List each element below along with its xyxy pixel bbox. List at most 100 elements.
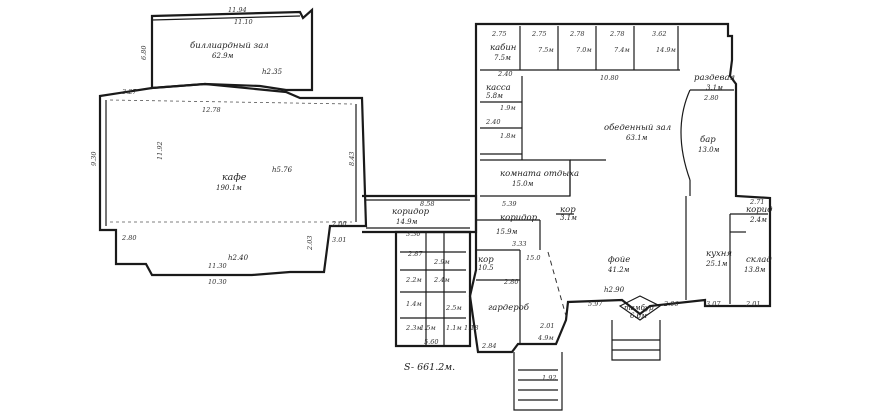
storage-area: 13.8м [744,266,766,274]
small-area: 2.9м [433,258,450,266]
dim: 10.80 [600,74,619,82]
dim: 5.39 [502,200,516,208]
bar-area: 13.0м [698,146,720,154]
dim: 3.62 [652,30,666,38]
kor-name: кор [560,205,576,215]
corridor3-area: 2.4м [749,216,767,224]
dim: 3.27 [122,88,137,96]
wardrobe-name: гардероб [488,302,530,313]
main-block [468,22,772,354]
dim: 2.78 [569,30,584,38]
dim: 12.78 [202,106,221,114]
billiard-height: h2.35 [262,68,283,76]
small-area: 7.5м [538,46,554,54]
small-area: 2.5м [445,304,462,312]
corridor2-name: коридор [500,213,538,223]
small-area: 1.8м [500,132,516,140]
kitchen-name: кухня [706,249,732,259]
corridor1-area: 14.9м [396,218,418,226]
kor-area: 3.1м [560,214,577,222]
dim: 2.87 [407,250,423,258]
dim: 2.71 [749,198,764,206]
foyer-name: фойе [608,255,630,265]
tambur-area: 6.6м [630,312,647,320]
dim: 11.10 [234,18,253,26]
toilet-block [394,230,472,348]
dim: 1.92 [542,374,556,382]
dim: 2.01 [745,300,760,308]
bar-name: бар [700,134,716,145]
dim: 11.30 [208,262,227,270]
entrance-stairs [513,295,662,411]
cafe-name: кафе [222,172,247,183]
dim: 2.06 [663,300,678,308]
cashier-area: 5.8м [486,92,503,100]
dim: 15.0 [526,254,540,262]
dim: 3.33 [512,240,526,248]
cafe-num: 11.92 [156,141,164,160]
dim: 3.01 [332,236,346,244]
dressing-area: 3.1м [706,84,723,92]
small-area: 2.4м [433,276,450,284]
dim: 5.97 [588,300,603,308]
dim: 2.75 [491,30,506,38]
dim: 2.80 [703,94,718,102]
dining-area: 63.1м [626,134,648,142]
small-area: 2.3м [405,324,422,332]
dim: 2.78 [609,30,624,38]
dining-name: обеденный зал [604,122,671,133]
dim: 3.30 [406,230,420,238]
billiard-area: 62.9м [212,52,234,60]
corridor1-name: коридор [392,207,430,217]
dim: 8.58 [420,200,434,208]
dim: 10.30 [208,278,227,286]
dim: 9.30 [90,152,98,166]
foyer-height: h2.90 [604,286,625,294]
storage-name: склад [746,255,772,265]
tambur-name: тамбур [624,304,654,312]
small-area: 4.9м [537,334,554,342]
dim: 2.84 [481,342,496,350]
rest-name: комната отдыха [500,169,579,179]
dressing-name: раздевал [694,73,735,83]
dim: 11.94 [228,6,247,14]
dim: 2.40 [485,118,500,126]
rest-area: 15.0м [512,180,534,188]
corridor2-area: 15.9м [496,228,518,236]
dim: 6.80 [140,46,148,60]
dim: 2.80 [503,278,518,286]
small-area: 1.5м [420,324,436,332]
cafe-area: 190.1м [216,184,242,192]
small-area: 14.9м [656,46,676,54]
dim: 2.03 [306,236,314,251]
dim: 5.60 [424,338,438,346]
small-area: 7.0м [576,46,592,54]
booth1-name: кабин [490,42,516,53]
billiard-name: биллиардный зал [190,40,269,51]
dim: 3.07 [706,300,721,308]
small-area: 1.4м [406,300,422,308]
booth1-area: 7.5м [494,54,511,62]
kitchen-area: 25.1м [705,260,728,268]
foyer-area: 41.2м [607,266,630,274]
cafe-code: h2.40 [228,254,249,262]
small-area: 2.2м [405,276,422,284]
dim: 2.00 [331,220,346,228]
small-area: 7.4м [614,46,630,54]
cafe-hall [98,82,368,277]
cloak-area: 10.5 [478,264,494,272]
dim: 1.18 [464,324,478,332]
cloak-name: кор [478,255,494,265]
cashier-name: касса [486,83,511,93]
total-area: S- 661.2м. [404,362,455,373]
dim: 8.43 [348,152,356,166]
cafe-height: h5.76 [272,166,293,174]
dim: 2.40 [497,70,512,78]
small-area: 1.1м [446,324,462,332]
corridor3-name: корид [746,205,773,215]
dim: 2.75 [531,30,546,38]
dim: 2.80 [121,234,136,242]
dim: 2.01 [539,322,554,330]
small-area: 1.9м [500,104,516,112]
